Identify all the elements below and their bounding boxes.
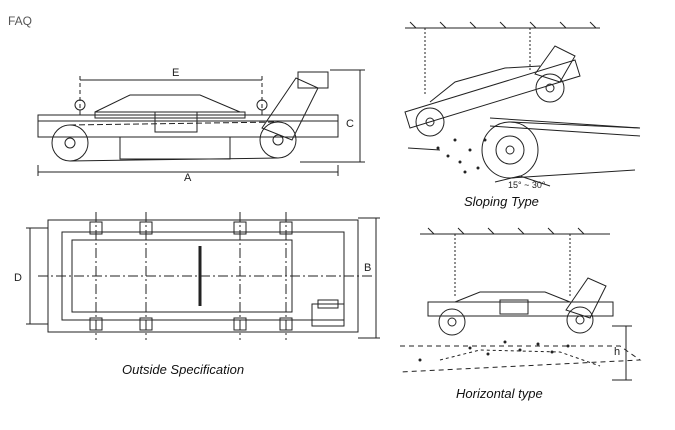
material-particles <box>418 138 570 362</box>
sloping-view <box>404 21 641 187</box>
horizontal-view <box>399 227 642 381</box>
dimension-c-label: C <box>346 118 354 130</box>
horizontal-type-caption: Horizontal type <box>456 386 543 401</box>
page-title: FAQ <box>8 14 33 28</box>
outside-specification-caption: Outside Specification <box>122 362 245 377</box>
dimension-b-label: B <box>364 262 372 274</box>
dimension-d-label: D <box>14 272 22 284</box>
sloping-type-caption: Sloping Type <box>464 194 539 209</box>
dimension-h-label: h <box>614 346 621 358</box>
front-view <box>37 69 365 176</box>
dimension-e-label: E <box>172 67 180 79</box>
plan-view <box>26 212 380 340</box>
angle-label: 15° ~ 30° <box>508 180 546 190</box>
dimension-a-label: A <box>184 172 192 184</box>
